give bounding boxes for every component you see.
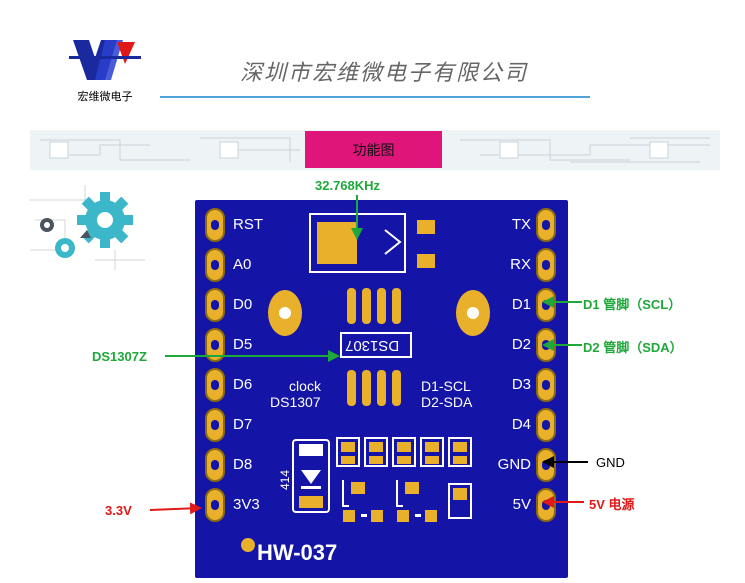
callout-3v3: 3.3V xyxy=(105,503,132,518)
mounting-hole-right xyxy=(456,290,490,336)
pin-tx xyxy=(536,208,556,242)
pin-d4 xyxy=(536,408,556,442)
chip-pad xyxy=(362,288,371,324)
chip-pad xyxy=(392,288,401,324)
chip-pad xyxy=(377,370,386,406)
fiducial-dot xyxy=(241,538,255,552)
chip-outline xyxy=(340,332,412,358)
chip-pad xyxy=(347,370,356,406)
pin-label-d6: D6 xyxy=(233,376,253,393)
callout-gnd: GND xyxy=(596,455,625,470)
chip-pad xyxy=(347,288,356,324)
gears-icon xyxy=(30,185,145,270)
callout-5v: 5V 电源 xyxy=(589,497,635,512)
diode-footprint xyxy=(292,439,330,513)
pin-label-tx: TX xyxy=(511,216,531,233)
pin-label-d2: D2 xyxy=(511,336,531,353)
logo-icon xyxy=(69,40,141,80)
pin-rx xyxy=(536,248,556,282)
pin-label-d5: D5 xyxy=(233,336,253,353)
chip-pad xyxy=(392,370,401,406)
pin-label-d0: D0 xyxy=(233,296,253,313)
module-board: RST A0 D0 D5 D6 D7 D8 3V3 TX RX D1 D2 D3… xyxy=(195,200,568,578)
pin-label-a0: A0 xyxy=(233,256,252,273)
pin-d8 xyxy=(205,448,225,482)
pin-label-d4: D4 xyxy=(511,416,531,433)
pin-label-d8: D8 xyxy=(233,456,253,473)
pin-d0 xyxy=(205,288,225,322)
header-divider xyxy=(160,96,590,98)
crystal-footprint xyxy=(309,213,435,273)
banner-title: 功能图 xyxy=(305,131,442,168)
chip-pad xyxy=(362,370,371,406)
callout-chip: DS1307Z xyxy=(92,349,147,364)
pin-rst xyxy=(205,208,225,242)
chip-pad xyxy=(377,288,386,324)
silk-d1-scl: D1-SCL xyxy=(421,378,471,394)
pin-label-gnd: GND xyxy=(497,456,531,473)
pin-label-rx: RX xyxy=(510,256,531,273)
pin-d7 xyxy=(205,408,225,442)
callout-crystal: 32.768KHz xyxy=(315,178,381,193)
logo-text: 宏维微电子 xyxy=(77,90,133,103)
pin-label-d3: D3 xyxy=(511,376,531,393)
pin-label-3v3: 3V3 xyxy=(233,496,260,513)
callout-d1: D1 管脚（SCL） xyxy=(583,297,682,312)
mounting-hole-left xyxy=(268,290,302,336)
pin-d3 xyxy=(536,368,556,402)
pin-label-d1: D1 xyxy=(511,296,531,313)
pin-d5 xyxy=(205,328,225,362)
company-name: 深圳市宏维微电子有限公司 xyxy=(240,61,529,86)
pin-label-d7: D7 xyxy=(233,416,253,433)
pin-a0 xyxy=(205,248,225,282)
pin-d6 xyxy=(205,368,225,402)
smd-pads xyxy=(336,437,472,522)
silk-ds1307: DS1307 xyxy=(270,394,321,410)
silk-d2-sda: D2-SDA xyxy=(421,394,473,410)
board-name: HW-037 xyxy=(257,540,338,565)
callout-d2: D2 管脚（SDA） xyxy=(583,340,683,355)
pin-label-rst: RST xyxy=(233,216,263,233)
pin-3v3 xyxy=(205,488,225,522)
pin-label-5v: 5V xyxy=(512,496,531,513)
silk-clock: clock xyxy=(289,378,321,394)
circuit-pattern xyxy=(40,137,710,163)
